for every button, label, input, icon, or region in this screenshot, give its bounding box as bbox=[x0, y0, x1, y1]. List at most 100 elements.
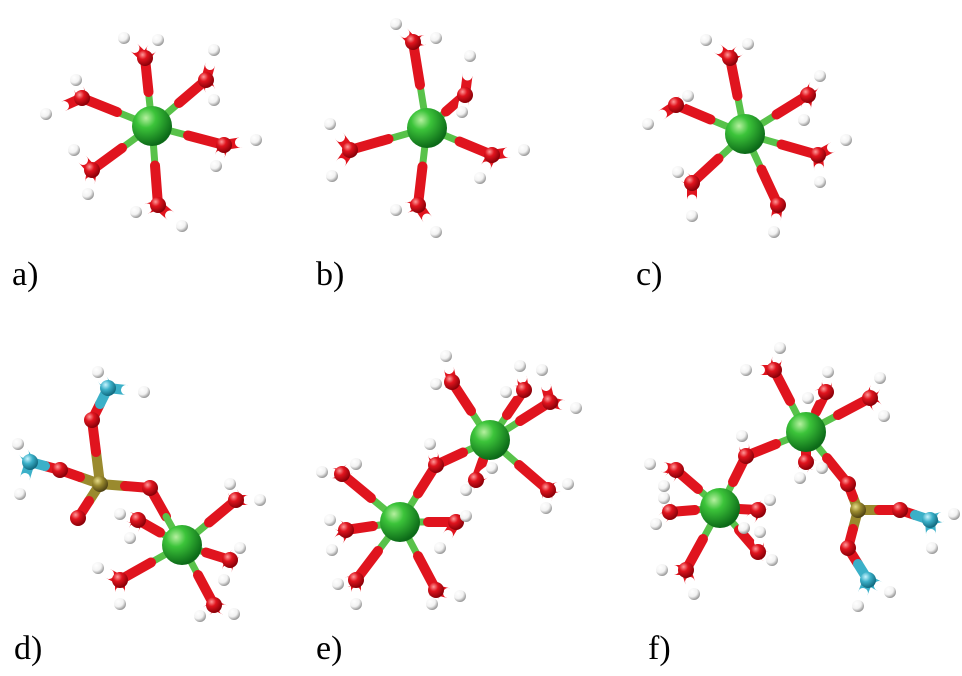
oxygen-atom bbox=[800, 87, 816, 103]
hydrogen-atom bbox=[82, 188, 94, 200]
oxygen-atom bbox=[334, 466, 350, 482]
oxygen-atom bbox=[484, 147, 500, 163]
phosphorus-atom bbox=[92, 476, 108, 492]
oxygen-atom bbox=[750, 544, 766, 560]
oxygen-atom bbox=[428, 582, 444, 598]
dimer-complex-e bbox=[316, 350, 582, 610]
hydrogen-atom bbox=[464, 50, 476, 62]
hydrogen-atom bbox=[738, 522, 750, 534]
oxygen-atom bbox=[770, 197, 786, 213]
oxygen-atom bbox=[338, 522, 354, 538]
oxygen-atom bbox=[410, 197, 426, 213]
phosphorus-atom bbox=[850, 502, 866, 518]
oxygen-atom bbox=[342, 142, 358, 158]
oxygen-atom bbox=[542, 394, 558, 410]
hydrogen-atom bbox=[12, 438, 24, 450]
oxygen-atom bbox=[444, 374, 460, 390]
nitrogen-atom bbox=[22, 454, 38, 470]
hexaaqua-complex-c bbox=[642, 34, 852, 238]
oxygen-atom bbox=[892, 502, 908, 518]
panel-label-a: a) bbox=[12, 256, 39, 293]
hydrogen-atom bbox=[390, 18, 402, 30]
hydrogen-atom bbox=[324, 118, 336, 130]
hydrogen-atom bbox=[656, 564, 668, 576]
hydrogen-atom bbox=[540, 502, 552, 514]
hydrogen-atom bbox=[14, 488, 26, 500]
oxygen-atom bbox=[52, 462, 68, 478]
hydrogen-atom bbox=[822, 366, 834, 378]
oxygen-atom bbox=[798, 454, 814, 470]
hydrogen-atom bbox=[474, 172, 486, 184]
hydrogen-atom bbox=[814, 176, 826, 188]
hydrogen-atom bbox=[68, 144, 80, 156]
oxygen-atom bbox=[668, 97, 684, 113]
oxygen-atom bbox=[668, 462, 684, 478]
dimer-complex-f bbox=[644, 342, 960, 612]
hydrogen-atom bbox=[840, 134, 852, 146]
hydrogen-atom bbox=[514, 360, 526, 372]
hydrogen-atom bbox=[682, 90, 694, 102]
hydrogen-atom bbox=[152, 34, 164, 46]
hydrogen-atom bbox=[688, 588, 700, 600]
hydrogen-atom bbox=[852, 600, 864, 612]
phosphoramide-complex-d bbox=[12, 366, 266, 622]
oxygen-atom bbox=[468, 472, 484, 488]
hydrogen-atom bbox=[234, 542, 246, 554]
hydrogen-atom bbox=[658, 492, 670, 504]
oxygen-atom bbox=[840, 540, 856, 556]
hydrogen-atom bbox=[430, 378, 442, 390]
hydrogen-atom bbox=[802, 392, 814, 404]
hydrogen-atom bbox=[124, 532, 136, 544]
hydrogen-atom bbox=[208, 44, 220, 56]
panel-label-c: c) bbox=[636, 256, 663, 293]
oxygen-atom bbox=[405, 34, 421, 50]
hydrogen-atom bbox=[460, 484, 472, 496]
hydrogen-atom bbox=[644, 458, 656, 470]
hydrogen-atom bbox=[766, 554, 778, 566]
oxygen-atom bbox=[84, 162, 100, 178]
hydrogen-atom bbox=[736, 430, 748, 442]
hydrogen-atom bbox=[224, 478, 236, 490]
oxygen-atom bbox=[448, 514, 464, 530]
hydrogen-atom bbox=[430, 226, 442, 238]
oxygen-atom bbox=[810, 147, 826, 163]
hydrogen-atom bbox=[456, 106, 468, 118]
hydrogen-atom bbox=[250, 134, 262, 146]
hydrogen-atom bbox=[768, 226, 780, 238]
hydrogen-atom bbox=[672, 166, 684, 178]
metal-ion-atom bbox=[470, 420, 510, 460]
metal-ion-atom bbox=[407, 108, 447, 148]
oxygen-atom bbox=[684, 175, 700, 191]
hydrogen-atom bbox=[218, 574, 230, 586]
hydrogen-atom bbox=[650, 518, 662, 530]
hydrogen-atom bbox=[562, 478, 574, 490]
hydrogen-atom bbox=[926, 542, 938, 554]
hydrogen-atom bbox=[208, 94, 220, 106]
hydrogen-atom bbox=[536, 364, 548, 376]
oxygen-atom bbox=[84, 412, 100, 428]
hydrogen-atom bbox=[210, 160, 222, 172]
oxygen-atom bbox=[678, 562, 694, 578]
oxygen-atom bbox=[738, 448, 754, 464]
oxygen-atom bbox=[137, 50, 153, 66]
hydrogen-atom bbox=[426, 598, 438, 610]
hydrogen-atom bbox=[774, 342, 786, 354]
oxygen-atom bbox=[112, 572, 128, 588]
hydrogen-atom bbox=[332, 578, 344, 590]
oxygen-atom bbox=[142, 480, 158, 496]
oxygen-atom bbox=[228, 492, 244, 508]
oxygen-atom bbox=[428, 457, 444, 473]
hydrogen-atom bbox=[92, 366, 104, 378]
hexaaqua-complex-a bbox=[40, 32, 262, 232]
hydrogen-atom bbox=[114, 508, 126, 520]
hydrogen-atom bbox=[642, 118, 654, 130]
oxygen-atom bbox=[766, 362, 782, 378]
hydrogen-atom bbox=[740, 364, 752, 376]
hydrogen-atom bbox=[948, 508, 960, 520]
hydrogen-atom bbox=[874, 372, 886, 384]
hydrogen-atom bbox=[350, 598, 362, 610]
hydrogen-atom bbox=[70, 74, 82, 86]
hydrogen-atom bbox=[114, 598, 126, 610]
hydrogen-atom bbox=[440, 350, 452, 362]
oxygen-atom bbox=[348, 572, 364, 588]
